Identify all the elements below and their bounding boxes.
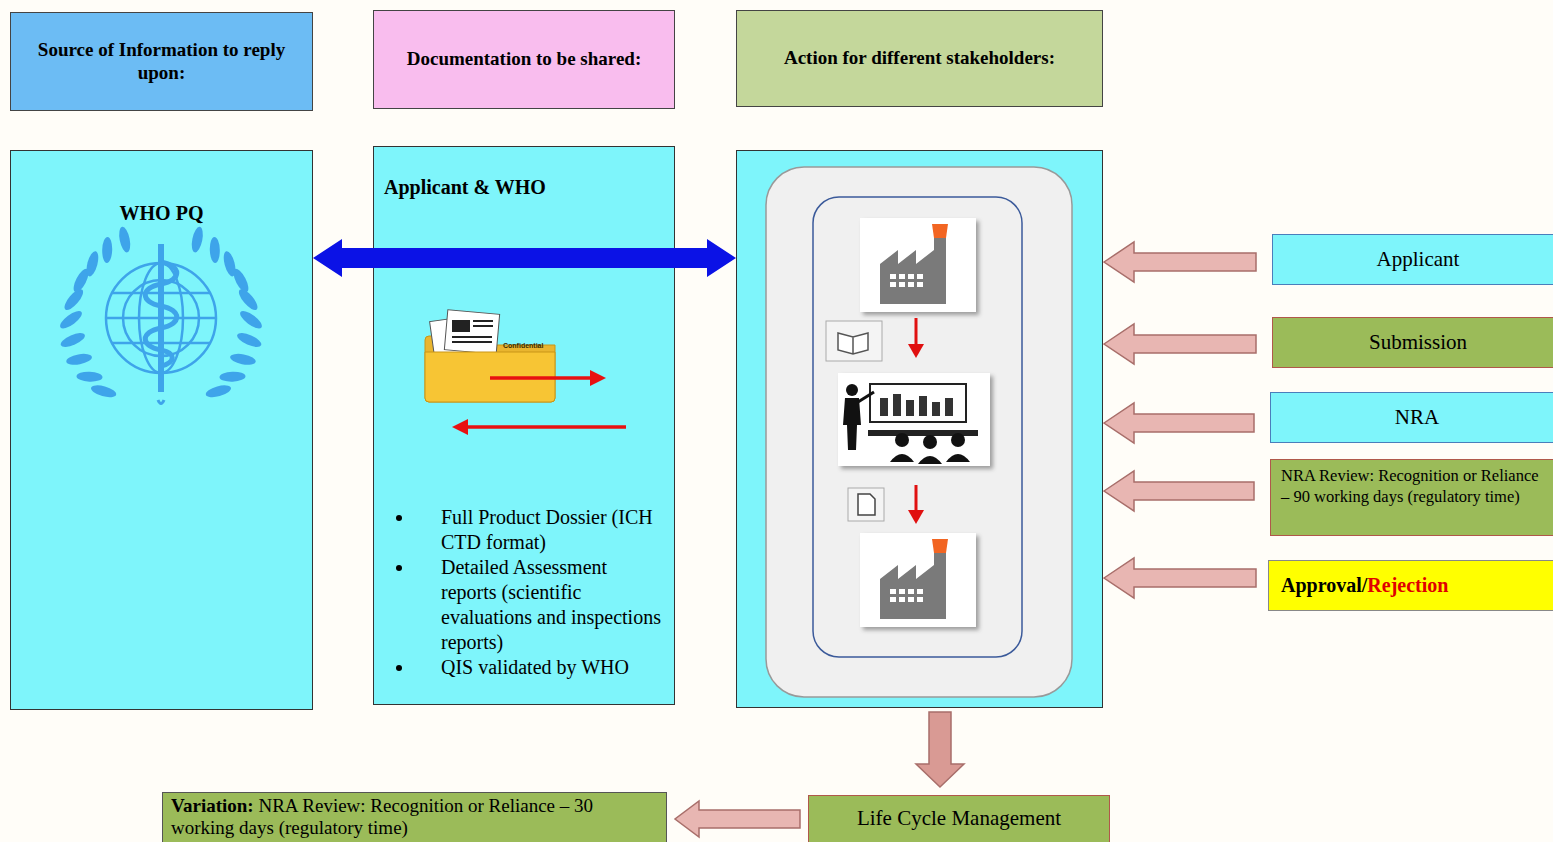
bullet-item: Full Product Dossier (ICH CTD format) xyxy=(384,505,666,555)
stakeholder-arrow xyxy=(1104,242,1256,598)
laurel-leaf xyxy=(62,286,87,312)
lifecycle-arrow xyxy=(916,712,964,787)
document-icon xyxy=(848,488,884,521)
folder-illustration xyxy=(425,310,626,435)
laurel-leaf xyxy=(102,237,113,263)
node-text: Action for different stakeholders: xyxy=(784,47,1055,70)
column-header: Documentation to be shared: xyxy=(373,10,675,109)
node-text: NRA Review: Recognition or Reliance – 90… xyxy=(1281,465,1541,508)
exchange-arrow xyxy=(313,239,736,277)
stakeholder-box: NRA xyxy=(1270,392,1553,443)
column-header: Action for different stakeholders: xyxy=(736,10,1103,107)
variation-heading: Variation: xyxy=(171,795,254,816)
laurel-leaf xyxy=(90,383,118,400)
decision-text: Rejection xyxy=(1367,574,1448,596)
laurel-leaf xyxy=(209,237,220,263)
connector-layer xyxy=(675,801,800,837)
laurel-leaf xyxy=(58,308,85,331)
book-icon xyxy=(826,321,882,361)
node-text: WHO PQ xyxy=(21,201,302,225)
laurel-leaf xyxy=(84,250,100,278)
laurel-leaf xyxy=(190,226,205,253)
laurel-leaf xyxy=(76,371,102,382)
node-text: Applicant xyxy=(1377,247,1460,272)
stakeholder-box: Applicant xyxy=(1272,234,1553,285)
stakeholder-panel xyxy=(737,151,1103,708)
column-header: Source of Information to reply upon: xyxy=(10,12,313,111)
laurel-leaf xyxy=(117,226,132,253)
who-emblem xyxy=(58,226,265,404)
meeting-icon xyxy=(838,373,990,466)
process-box: Life Cycle Management xyxy=(808,795,1110,842)
laurel-leaf xyxy=(235,330,263,350)
review-box: NRA Review: Recognition or Reliance – 90… xyxy=(1270,459,1553,536)
node-text: Life Cycle Management xyxy=(857,806,1061,831)
laurel-leaf xyxy=(229,352,256,367)
node-text: Documentation to be shared: xyxy=(407,48,642,71)
factory-icon xyxy=(860,533,976,627)
laurel-leaf xyxy=(205,383,233,400)
laurel-leaf xyxy=(59,330,87,350)
stakeholder-box: Submission xyxy=(1272,317,1553,368)
node-text: Source of Information to reply upon: xyxy=(25,39,298,85)
laurel-leaf xyxy=(219,371,245,382)
decision-box: Approval/Rejection xyxy=(1268,560,1553,611)
node-text: NRA xyxy=(1395,405,1439,430)
variation-box: Variation:NRA Review: Recognition or Rel… xyxy=(162,792,667,842)
decision-text: Approval/ xyxy=(1281,574,1367,596)
bullet-item: QIS validated by WHO xyxy=(384,655,666,680)
bullet-item: Detailed Assessment reports (scientific … xyxy=(384,555,666,655)
source-panel: WHO PQ xyxy=(10,150,313,710)
laurel-leaf xyxy=(65,352,92,367)
laurel-leaf xyxy=(221,250,237,278)
panel-heading: Applicant & WHO xyxy=(384,175,666,199)
factory-icon xyxy=(860,218,976,312)
node-text: Submission xyxy=(1369,330,1467,355)
laurel-leaf xyxy=(236,286,261,312)
laurel-leaf xyxy=(238,308,265,331)
folder-label: Confidential xyxy=(503,342,543,349)
block-arrow xyxy=(675,801,800,837)
